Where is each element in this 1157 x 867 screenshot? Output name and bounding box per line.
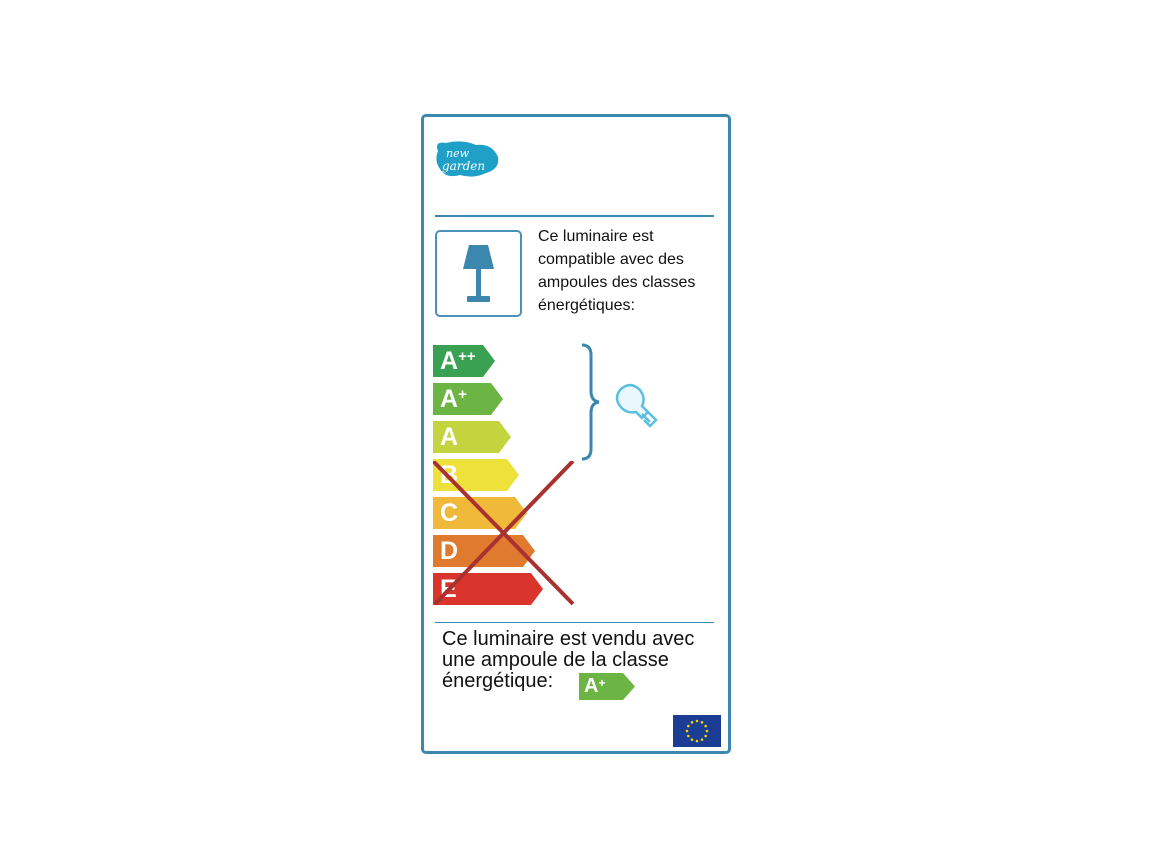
curly-brace (581, 343, 600, 461)
energy-class-aplusplus: A++ (433, 345, 495, 377)
sold-with-text: Ce luminaire est vendu avec une ampoule … (442, 628, 695, 692)
energy-class-a: A (433, 421, 511, 453)
energy-class-label: D (440, 537, 459, 565)
bottom-divider (435, 622, 714, 623)
svg-text:new: new (446, 147, 470, 160)
new-garden-logo: new garden (436, 141, 499, 177)
eu-flag-icon (673, 715, 721, 747)
table-lamp-icon (435, 230, 522, 317)
sold-with-class-label: A+ (584, 675, 606, 697)
energy-class-scale: A++A+ABCDE (433, 345, 593, 610)
energy-label: new garden Ce luminaire est compatible a… (421, 114, 731, 754)
incompatible-cross (433, 461, 575, 606)
compatibility-text: Ce luminaire est compatible avec des amp… (538, 228, 696, 314)
energy-class-label: C (440, 499, 459, 527)
sold-with-class-badge: A+ (579, 673, 635, 700)
energy-class-label: A (440, 423, 459, 451)
svg-text:garden: garden (442, 159, 485, 173)
light-bulb-icon (615, 383, 658, 428)
energy-class-label: A+ (440, 385, 467, 413)
energy-class-c: C (433, 497, 527, 529)
top-divider (435, 215, 714, 217)
energy-class-label: A++ (440, 347, 476, 375)
energy-class-aplus: A+ (433, 383, 503, 415)
